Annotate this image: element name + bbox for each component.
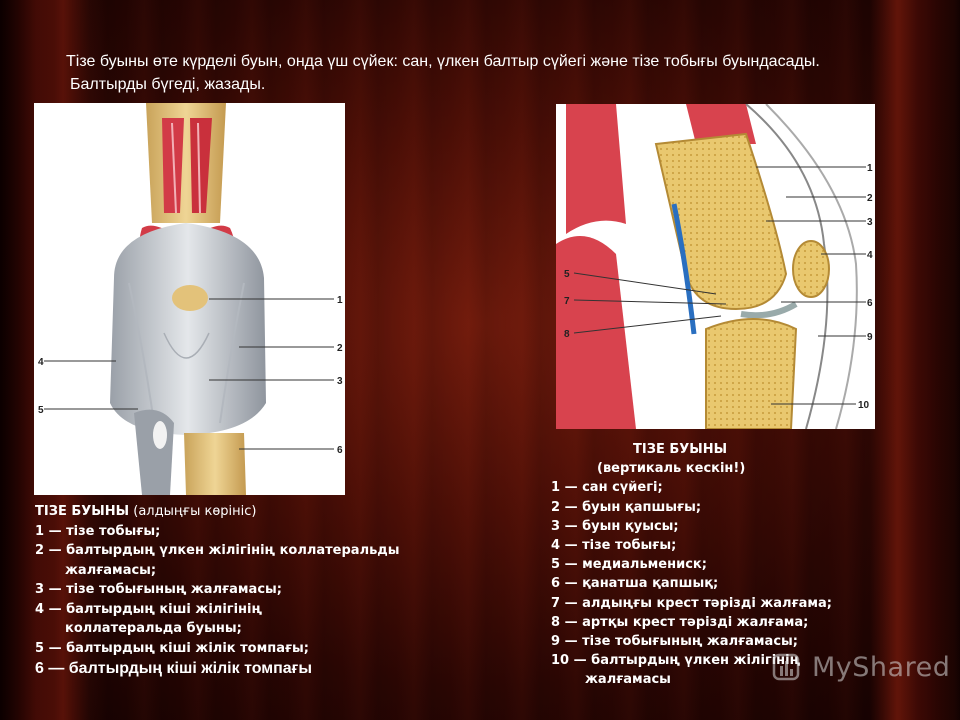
fig2-label-6: 6 [867,298,873,309]
anterior-view-caption: ТІЗЕ БУЫНЫ (алдыңғы көрініс) 1 — тізе то… [35,502,475,680]
knee-anterior-figure: 1 2 3 4 5 6 [34,103,345,495]
caption2-item: 9 — тізе тобығының жалғамасы; [551,634,798,650]
fig1-label-6: 6 [337,445,343,456]
myshared-watermark: MyShared [772,652,950,683]
caption2-item: 7 — алдыңғы крест тәрізді жалғама; [551,595,833,611]
caption2-item: 6 — қанатша қапшық; [551,576,719,592]
caption2-item: жалғамасы [585,672,671,688]
curtain-right [870,0,960,720]
caption2-item: 3 — буын қуысы; [551,518,679,534]
caption1-item: 6 — балтырдың кіші жілік томпағы [35,660,312,677]
fig2-label-10: 10 [858,400,870,411]
fig1-label-1: 1 [337,295,343,306]
caption1-item: 3 — тізе тобығының жалғамасы; [35,582,282,597]
caption2-subtitle: (вертикаль кескін!) [597,461,746,477]
fig2-label-2: 2 [867,193,873,204]
fig1-label-4: 4 [38,357,44,368]
caption1-item: 1 — тізе тобығы; [35,523,161,539]
bar-chart-icon [772,653,800,680]
slide-header: Тізе буыны өте күрделі буын, онда үш сүй… [66,50,956,96]
caption1-title-bold: ТІЗЕ БУЫНЫ [35,504,130,519]
fig2-label-8: 8 [564,329,570,340]
fig2-label-9: 9 [867,332,873,343]
knee-anterior-illustration: 1 2 3 4 5 6 [38,103,343,495]
caption2-item: 1 — сан сүйегі; [551,480,663,496]
header-line-2: Балтырды бүгеді, жазады. [70,76,266,93]
header-line-1: Тізе буыны өте күрделі буын, онда үш сүй… [66,53,820,70]
fig2-label-3: 3 [867,217,873,228]
knee-sagittal-figure: 1 2 3 4 5 6 7 8 9 10 [556,104,875,429]
fig1-label-5: 5 [38,405,44,416]
fig2-label-7: 7 [564,296,570,307]
fig1-label-3: 3 [337,376,343,387]
fig2-label-1: 1 [867,163,873,174]
caption2-item: 2 — буын қапшығы; [551,499,702,515]
caption2-item: 5 — медиальмениск; [551,557,707,573]
caption1-item: 2 — балтырдың үлкен жілігінің коллатерал… [35,543,400,558]
caption1-item: коллатеральда буыны; [65,621,242,636]
caption2-item: 10 — балтырдың үлкен жілігінің [551,653,801,669]
fig1-label-2: 2 [337,343,343,354]
caption1-title: ТІЗЕ БУЫНЫ (алдыңғы көрініс) [35,502,475,522]
fig2-label-4: 4 [867,250,873,261]
caption1-item: 4 — балтырдың кіші жілігінің [35,601,262,617]
caption2-title: ТІЗЕ БУЫНЫ [633,442,728,457]
sagittal-view-caption: ТІЗЕ БУЫНЫ (вертикаль кескін!) 1 — сан с… [551,440,911,690]
caption2-item: 4 — тізе тобығы; [551,538,677,554]
knee-sagittal-illustration: 1 2 3 4 5 6 7 8 9 10 [556,104,873,429]
caption1-item: 5 — балтырдың кіші жілік томпағы; [35,640,309,656]
caption2-item: 8 — артқы крест тәрізді жалғама; [551,614,809,630]
watermark-text: MyShared [812,652,951,683]
fig2-label-5: 5 [564,269,570,280]
caption1-title-rest: (алдыңғы көрініс) [129,504,257,519]
caption1-item: жалғамасы; [65,562,157,578]
